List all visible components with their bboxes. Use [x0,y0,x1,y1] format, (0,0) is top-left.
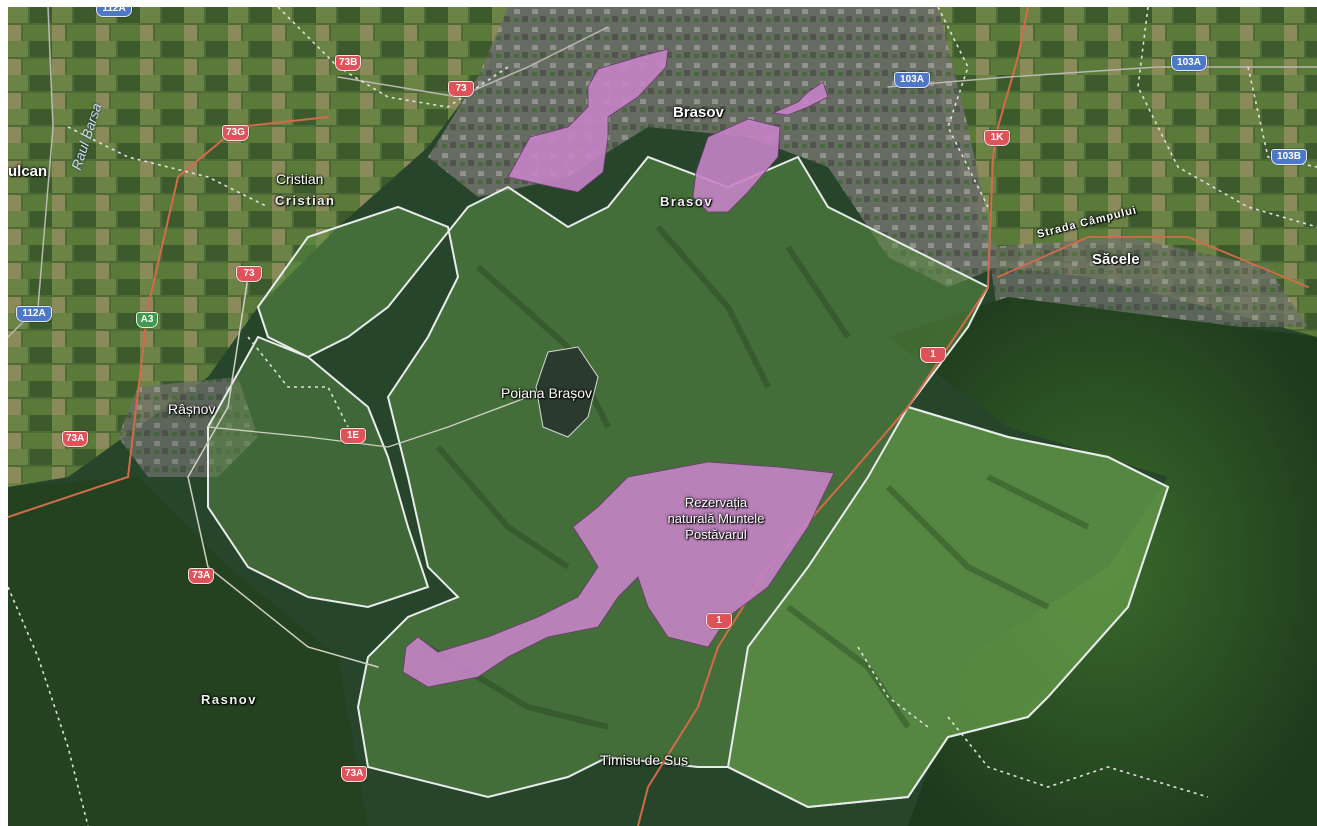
town-label-vulcan[interactable]: ulcan [8,163,48,180]
protected-area-west [207,335,430,609]
urban-area-sacele [988,237,1308,327]
satellite-map[interactable]: Brasov Brasov Cristian Cristian Poiana B… [8,7,1317,826]
poiana-brasov-clearing [535,346,599,438]
route-shield[interactable]: 1 [706,613,732,629]
route-shield[interactable]: 103B [1271,149,1307,165]
town-label-rasnov[interactable]: Râșnov [168,401,216,417]
city-label-brasov[interactable]: Brasov [673,104,724,121]
route-shield[interactable]: 112A [16,306,52,322]
route-shield[interactable]: 73A [341,766,368,782]
ridge-shading [426,225,1090,730]
reserve-polygons [402,48,835,688]
roads [8,7,1317,826]
admin-boundaries [8,7,1317,826]
reserve-label-postavarul[interactable]: Rezervația naturală Muntele Postăvarul [667,495,765,542]
place-label-poiana-brasov[interactable]: Poiana Brașov [501,385,593,401]
route-shield[interactable]: 103A [894,72,930,88]
route-shield[interactable]: 73G [222,125,249,141]
reserve-postavarul [402,461,835,688]
town-label-cristian[interactable]: Cristian [276,171,324,187]
district-label-cristian[interactable]: Cristian [275,193,336,208]
route-shield[interactable]: 73 [448,81,474,97]
agricultural-fields [8,7,508,487]
urban-area-brasov [428,7,998,287]
route-shield[interactable]: A3 [136,312,158,328]
route-shield[interactable]: 73B [335,55,362,71]
route-shield[interactable]: 1K [984,130,1010,146]
route-shield[interactable]: 1 [920,347,946,363]
reserve-north-east [771,81,829,116]
district-label-rasnov[interactable]: Rasnov [201,692,257,707]
town-label-sacele[interactable]: Săcele [1092,251,1140,268]
route-shield[interactable]: 103A [1171,55,1207,71]
map-canvas [8,7,1317,826]
protected-area-east [726,405,1170,809]
reserve-tampa [692,118,781,213]
place-label-timisu-de-sus[interactable]: Timisu de Sus [600,752,689,768]
route-shield[interactable]: 112A [96,7,132,17]
route-shield[interactable]: 73A [188,568,215,584]
reserve-north-west [507,48,669,193]
district-label-brasov[interactable]: Brasov [660,194,714,209]
route-shield[interactable]: 1E [340,428,366,444]
route-shield[interactable]: 73A [62,431,89,447]
forest-southwest [8,477,368,826]
route-shield[interactable]: 73 [236,266,262,282]
